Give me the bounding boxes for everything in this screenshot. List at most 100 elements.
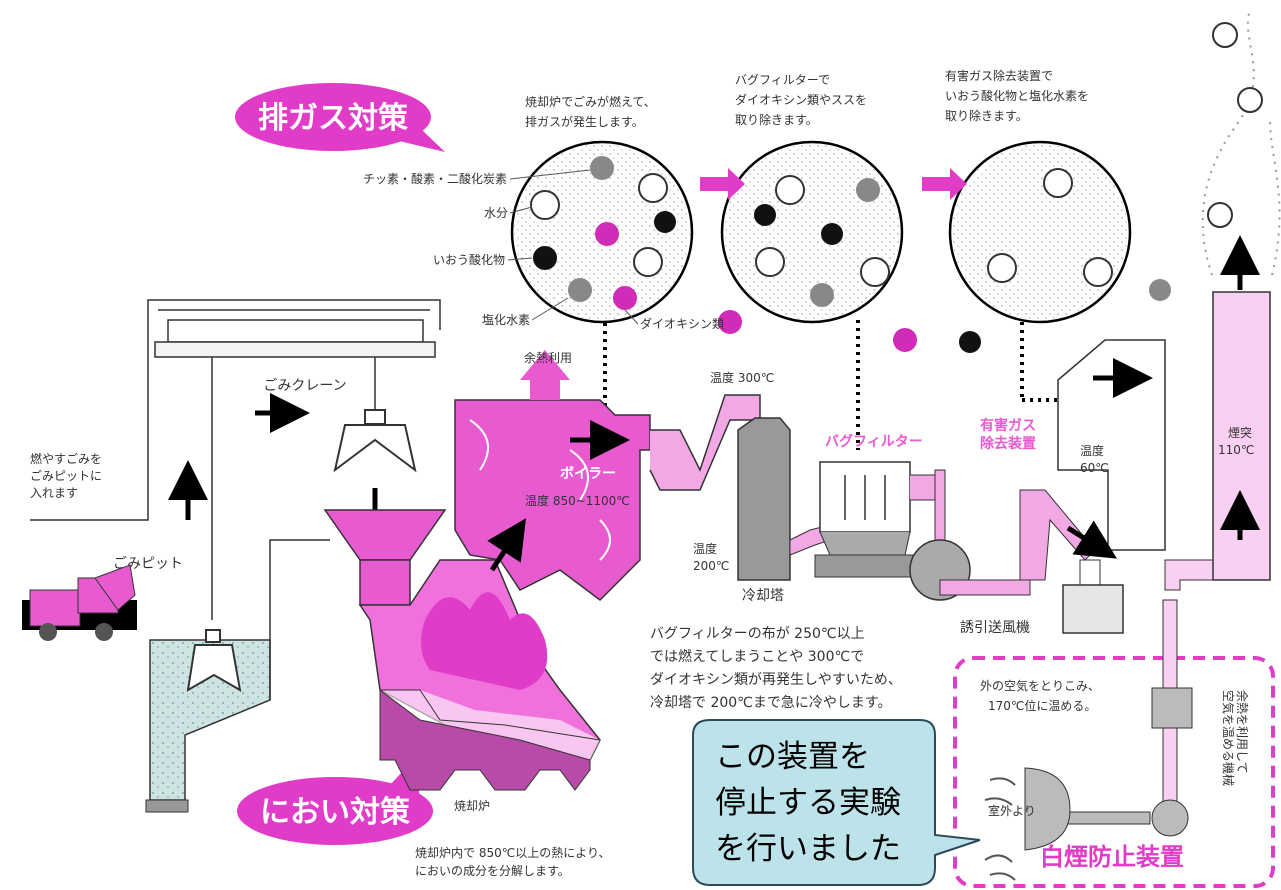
garbage-truck-icon [22,564,137,641]
chimney-temp: 110℃ [1218,443,1254,457]
svg-text:焼却炉内で 850℃以上の熱により、: 焼却炉内で 850℃以上の熱により、 [415,846,610,860]
clean-gas-molecule-icon [1237,87,1263,113]
stage3-caption: 有害ガス除去装置で いおう酸化物と塩化水素を 取り除きます。 [945,68,1089,123]
induced-draft-fan [909,539,1031,601]
clean-gas-molecule-icon [987,253,1017,283]
clean-gas-molecule-icon [1207,202,1233,228]
bag-filter [814,461,916,578]
svg-text:取り除きます。: 取り除きます。 [735,112,818,127]
boiler-temp: 温度 850~1100℃ [525,493,630,508]
pit-claw-icon [186,629,242,692]
svg-text:取り除きます。: 取り除きます。 [945,108,1028,123]
waste-heat-arrow [520,350,570,400]
hcl-molecule-icon [856,178,880,202]
put-waste-caption: 燃やすごみを ごみピットに 入れます [30,451,102,500]
harmful-gas-label-a: 有害ガス [980,417,1036,434]
svg-text:ダイオキシン類が再発生しやすいため、: ダイオキシン類が再発生しやすいため、 [650,672,902,688]
outside-label: 室外より [988,803,1036,818]
clean-gas-molecule-icon [638,173,668,203]
hcl-molecule-icon [568,278,592,302]
bag-filter-label: バグフィルター [825,433,923,450]
dioxin-molecule-icon [595,222,619,246]
dioxin-molecule-icon [613,286,637,310]
dioxin-molecule-icon [893,328,917,352]
svg-text:チッ素・酸素・二酸化炭素: チッ素・酸素・二酸化炭素 [363,171,507,186]
chimney-label: 煙突 [1228,425,1252,440]
intake-caption-a: 外の空気をとりこみ、 [980,678,1100,693]
gas-circle-1 [510,140,694,324]
svg-text:空気を温める機械: 空気を温める機械 [1221,690,1236,786]
svg-text:いおう酸化物と塩化水素を: いおう酸化物と塩化水素を [945,88,1089,103]
hcl-molecule-icon [810,283,834,307]
temp60-label-a: 温度 [1080,443,1104,458]
svg-text:では燃えてしまうことや 300℃で: では燃えてしまうことや 300℃で [650,648,864,665]
clean-gas-molecule-icon [860,257,890,287]
gas-circle-2 [720,140,904,324]
boiler-label: ボイラー [560,466,616,482]
svg-text:バグフィルターの布が 250℃以上: バグフィルターの布が 250℃以上 [650,626,865,642]
temp200-label-b: 200℃ [693,559,729,573]
odor-caption: 焼却炉内で 850℃以上の熱により、 においの成分を分解します。 [415,846,610,878]
svg-text:余熱を利用して: 余熱を利用して [1235,690,1250,774]
duct [910,474,936,501]
stage-arrows [700,168,967,200]
clean-gas-molecule-icon [775,175,805,205]
sulfur-oxide-icon [533,246,557,270]
svg-text:においの成分を分解します。: においの成分を分解します。 [415,864,570,878]
svg-text:燃やすごみを: 燃やすごみを [30,451,102,466]
callout-line-3: を行いました [715,831,901,867]
co2-molecule-icon [590,156,614,180]
svg-text:排ガスが発生します。: 排ガスが発生します。 [525,114,644,129]
gas-legend: チッ素・酸素・二酸化炭素 水分 いおう酸化物 塩化水素 ダイオキシン類 [363,169,724,331]
temp200-label-a: 温度 [693,541,717,556]
duct [1164,559,1216,591]
incinerator-label: 焼却炉 [454,799,490,813]
intake-caption-b: 170℃位に温める。 [988,698,1096,713]
clean-gas-molecule-icon [633,247,663,277]
cooling-tower-label: 冷却塔 [742,588,784,604]
exhaust-badge: 排ガス対策 [235,83,445,152]
crane-building [30,299,441,620]
sulfur-oxide-icon [654,211,676,233]
svg-text:水分: 水分 [484,206,508,220]
grate [379,689,591,791]
clean-gas-molecule-icon [755,247,785,277]
svg-text:焼却炉でごみが燃えて、: 焼却炉でごみが燃えて、 [525,94,656,109]
svg-text:ダイオキシン類やススを: ダイオキシン類やススを [735,92,867,107]
odor-badge-label: におい対策 [260,795,410,830]
hcl-molecule-icon [1149,279,1171,301]
waste-pit [145,539,330,813]
stage1-caption: 焼却炉でごみが燃えて、 排ガスが発生します。 [525,94,656,129]
stage2-caption: バグフィルターで ダイオキシン類やススを 取り除きます。 [735,73,867,127]
experiment-callout: この装置を 停止する実験 を行いました [692,719,981,886]
svg-text:バグフィルターで: バグフィルターで [735,73,830,87]
gas-circle-3 [948,140,1132,324]
callout-line-1: この装置を [715,739,870,775]
sulfur-oxide-icon [754,204,776,226]
temp300-label: 温度 300℃ [710,370,774,385]
harmful-gas-label-b: 除去装置 [980,435,1036,452]
cooling-tower [737,417,791,581]
svg-text:ダイオキシン類: ダイオキシン類 [640,316,724,331]
clean-gas-molecule-icon [530,190,560,220]
white-smoke-prevention-box [953,599,1275,888]
svg-text:いおう酸化物: いおう酸化物 [433,252,505,267]
harmful-gas-device [1057,339,1166,634]
heater-note: 余熱を利用して 空気を温める機械 [1221,690,1250,786]
duct [649,394,761,491]
clean-gas-molecule-icon [1083,257,1113,287]
fan-label: 誘引送風機 [960,620,1030,636]
white-smoke-label: 白煙防止装置 [1040,843,1184,871]
sulfur-oxide-icon [959,331,981,353]
svg-text:冷却塔で 200℃まで急に冷やします。: 冷却塔で 200℃まで急に冷やします。 [650,695,892,711]
crane-claw-icon [333,409,417,473]
svg-text:ごみピットに: ごみピットに [30,468,102,483]
svg-text:入れます: 入れます [30,486,78,500]
smoke-plume [1201,9,1281,276]
sulfur-oxide-icon [821,223,843,245]
crane-label: ごみクレーン [263,378,346,394]
gas-flow-arrow [1066,520,1117,559]
waste-heat-label: 余熱利用 [524,350,572,365]
